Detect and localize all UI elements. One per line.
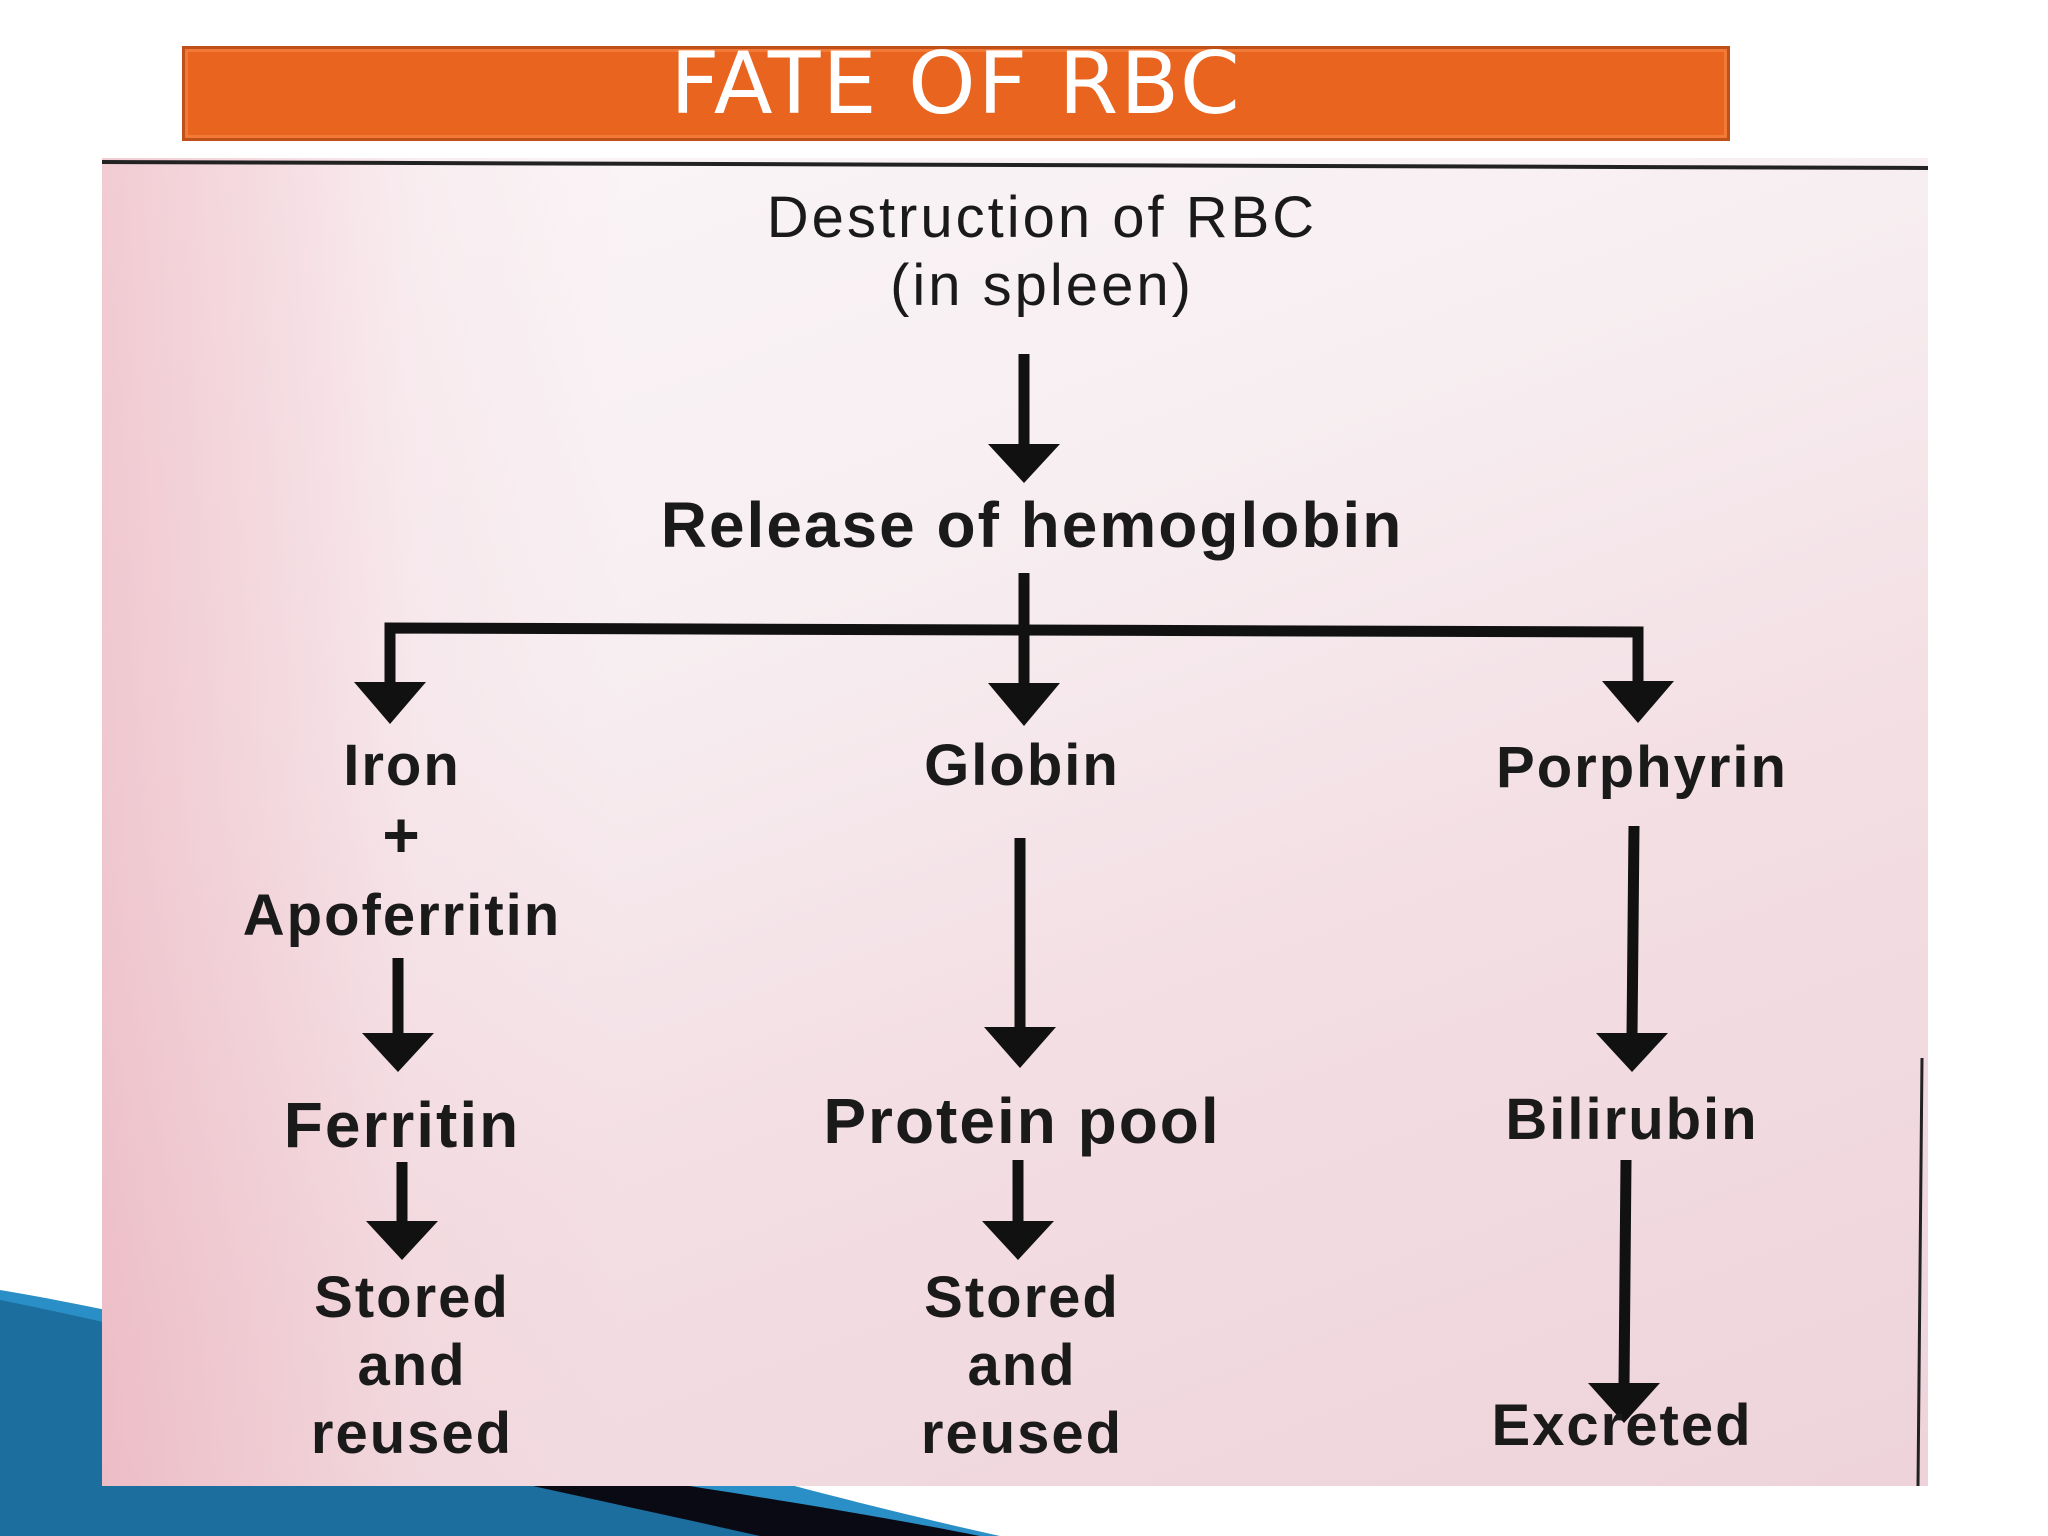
node-destruction-line1: Destruction of RBC (766, 185, 1318, 250)
page-right-edge (1916, 1057, 1924, 1486)
node-release-hemoglobin: Release of hemoglobin (660, 489, 1404, 561)
arrow-head-globin-long (984, 1027, 1056, 1068)
end-globin-line3: reused (920, 1401, 1124, 1466)
node-globin: Globin (924, 733, 1120, 798)
arrow-shaft-bilirubin (1618, 1159, 1632, 1387)
arrow-head-iron (354, 682, 426, 724)
end-iron-line1: Stored (314, 1265, 510, 1330)
arrow-head-protein (982, 1221, 1054, 1260)
node-plus: + (382, 799, 422, 871)
node-destruction-line2: (in spleen) (890, 253, 1194, 318)
arrow-head-porphyrin-long (1596, 1033, 1668, 1072)
slide-title: FATE OF RBC (670, 34, 1242, 134)
arrow-head-apoferritin (362, 1033, 434, 1072)
end-iron-line2: and (357, 1333, 467, 1398)
flowchart-connectors (102, 160, 1928, 1486)
page-top-edge (102, 160, 1928, 170)
node-stored-reused-iron: Stored and reused (192, 1264, 632, 1468)
flowchart-figure: Destruction of RBC (in spleen) Release o… (102, 158, 1928, 1486)
arrow-head-porphyrin (1602, 681, 1674, 723)
end-iron-line3: reused (310, 1401, 514, 1466)
node-destruction: Destruction of RBC (in spleen) (522, 184, 1562, 320)
arrow-head-ferritin (366, 1221, 438, 1260)
end-globin-line1: Stored (924, 1265, 1120, 1330)
arrow-shaft-porphyrin-long (1626, 825, 1640, 1037)
photo-tint (102, 158, 622, 1486)
node-apoferritin: Apoferritin (242, 883, 562, 948)
arrow-head-globin (988, 683, 1060, 726)
arrow-head-bilirubin (1588, 1383, 1660, 1423)
node-ferritin: Ferritin (283, 1089, 521, 1161)
branch-bar (384, 622, 1644, 688)
node-iron: Iron (343, 733, 461, 798)
title-banner (182, 46, 1730, 141)
node-protein-pool: Protein pool (823, 1085, 1221, 1157)
arrow-head-root (988, 444, 1060, 483)
end-globin-line2: and (967, 1333, 1077, 1398)
node-bilirubin: Bilirubin (1505, 1087, 1759, 1152)
node-porphyrin: Porphyrin (1496, 735, 1788, 800)
node-stored-reused-globin: Stored and reused (802, 1264, 1242, 1468)
node-excreted: Excreted (1491, 1393, 1753, 1458)
